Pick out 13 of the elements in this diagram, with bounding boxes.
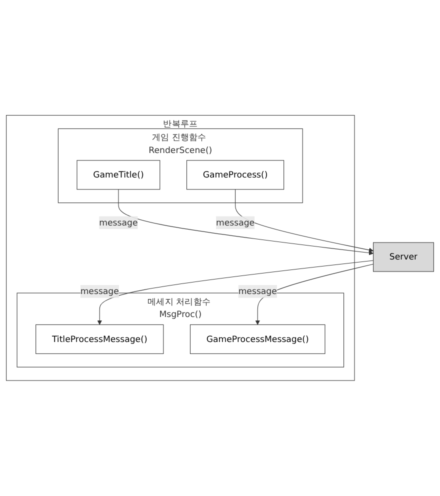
node-box: GameProcessMessage() bbox=[190, 324, 326, 354]
arrow bbox=[255, 264, 374, 325]
node-box: TitleProcessMessage() bbox=[36, 324, 164, 354]
node-box: GameTitle() bbox=[76, 160, 160, 190]
arrow bbox=[118, 189, 374, 256]
arrow bbox=[235, 189, 374, 252]
edge-label: message bbox=[80, 286, 119, 296]
arrow bbox=[97, 260, 374, 325]
edge-label: message bbox=[216, 217, 255, 228]
node-box: GameProcess() bbox=[186, 160, 284, 190]
node-box: Server bbox=[373, 242, 434, 272]
edge-label: message bbox=[99, 217, 138, 228]
edge-label: message bbox=[238, 286, 277, 296]
